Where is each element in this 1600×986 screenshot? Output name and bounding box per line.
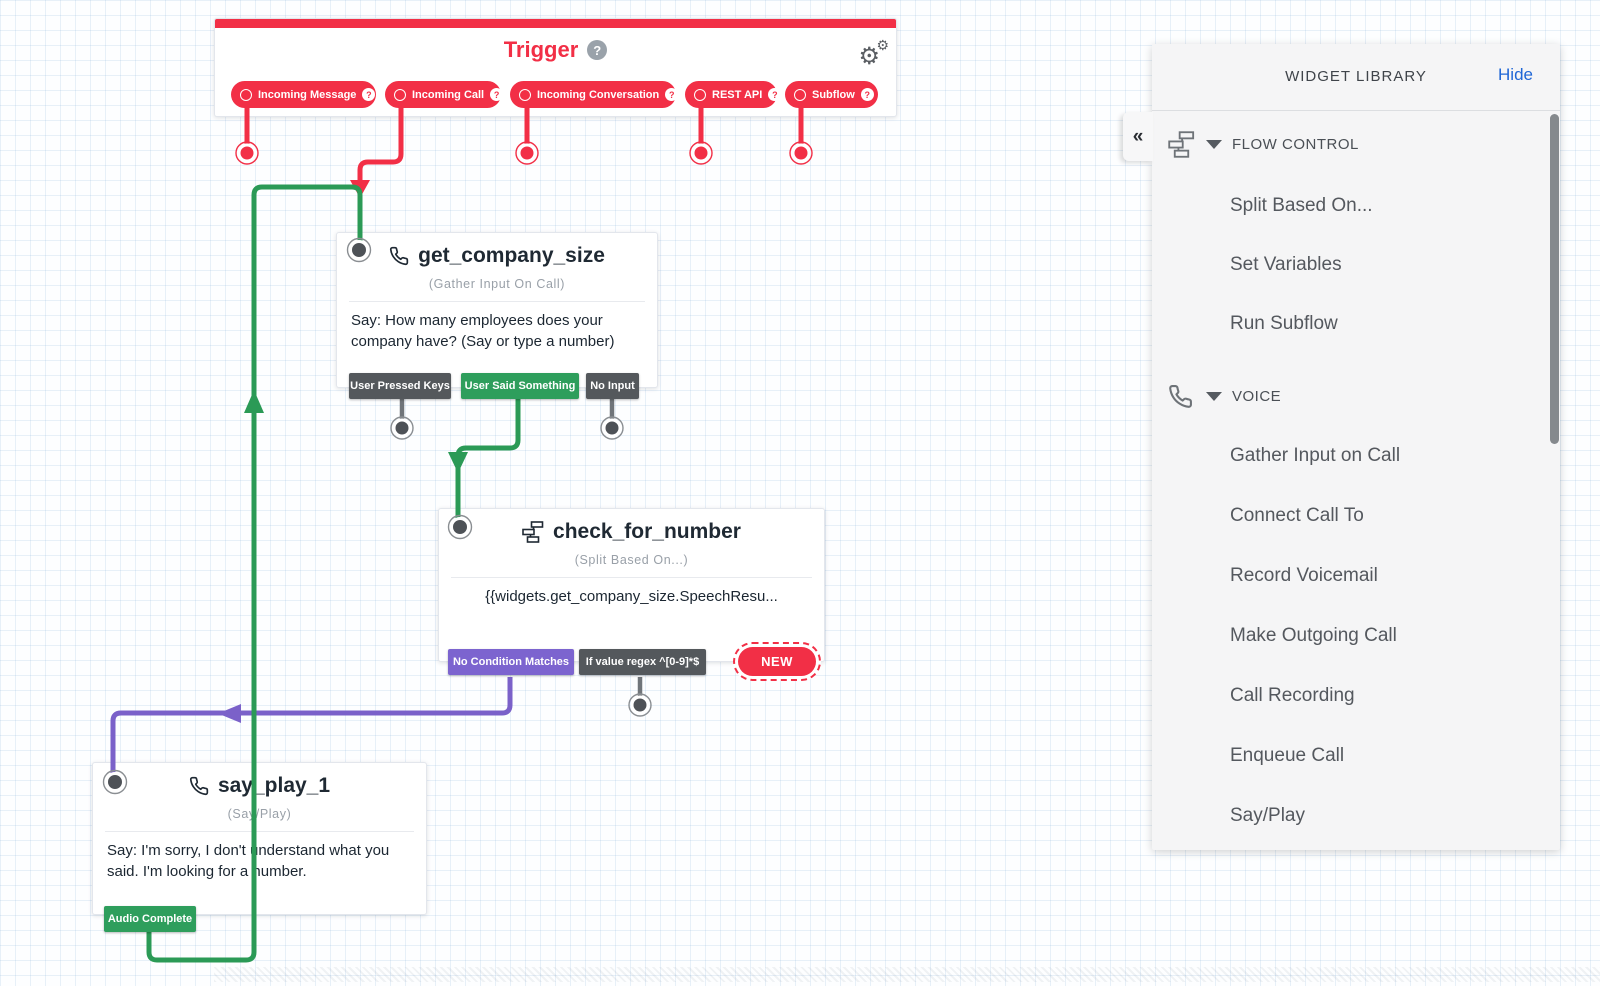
section-label: FLOW CONTROL [1232, 135, 1359, 153]
trigger-output-dots[interactable] [235, 141, 813, 165]
arrowhead-up-green [244, 390, 264, 413]
collapse-panel-button[interactable]: « [1123, 112, 1153, 161]
chevron-down-icon [1206, 139, 1222, 149]
help-icon[interactable]: ? [860, 88, 874, 101]
divider [105, 831, 414, 832]
trigger-pill-incoming-call[interactable]: Incoming Call ? [385, 81, 504, 108]
arrowhead-down-green [448, 452, 468, 473]
output-tag-user-said-something[interactable]: User Said Something [461, 373, 579, 399]
canvas-edge-band [214, 967, 1600, 982]
help-icon[interactable]: ? [768, 88, 782, 101]
split-icon [1168, 130, 1196, 158]
connector-incoming-call [357, 107, 404, 180]
library-item-set-variables[interactable]: Set Variables [1230, 254, 1342, 275]
library-item-connect-call-to[interactable]: Connect Call To [1230, 505, 1364, 526]
panel-scrollbar[interactable] [1550, 114, 1559, 444]
library-item-call-recording[interactable]: Call Recording [1230, 685, 1355, 706]
arrowhead-down-red [350, 180, 370, 198]
help-icon[interactable]: ? [362, 88, 376, 101]
widget-library-header: WIDGET LIBRARY Hide [1152, 44, 1560, 111]
phone-icon [1168, 382, 1196, 410]
split-icon [522, 521, 544, 543]
arrowhead-left-purple [218, 704, 241, 723]
connector-user-said-something [455, 397, 521, 519]
library-item-run-subflow[interactable]: Run Subflow [1230, 313, 1338, 334]
widget-library-title: WIDGET LIBRARY [1285, 68, 1427, 85]
radio-circle-icon [694, 88, 706, 101]
library-item-enqueue-call[interactable]: Enqueue Call [1230, 745, 1345, 766]
output-tag-if-value-regex[interactable]: If value regex ^[0-9]*$ [579, 649, 706, 675]
divider [349, 301, 645, 302]
widget-title: check_for_number [553, 520, 741, 543]
output-tag-audio-complete[interactable]: Audio Complete [104, 906, 196, 932]
trigger-pill-incoming-conversation[interactable]: Incoming Conversation ? [510, 81, 679, 108]
new-transition-button[interactable]: NEW [733, 642, 821, 681]
widget-title: get_company_size [418, 244, 605, 267]
widget-check-for-number[interactable]: check_for_number (Split Based On...) {{w… [438, 508, 825, 681]
widget-body-text: Say: I'm sorry, I don't understand what … [107, 842, 390, 880]
chevron-down-icon [1206, 391, 1222, 401]
section-label: VOICE [1232, 387, 1282, 405]
phone-icon [189, 776, 209, 796]
widget-say-play-1[interactable]: say_play_1 (Say/Play) Say: I'm sorry, I … [92, 762, 427, 932]
trigger-pill-subflow[interactable]: Subflow ? [785, 81, 878, 108]
help-icon[interactable]: ? [665, 88, 679, 101]
connector-no-condition-matches [110, 677, 513, 774]
widget-body-text: {{widgets.get_company_size.SpeechResu... [485, 588, 778, 605]
trigger-pill-rest-api[interactable]: REST API ? [685, 81, 782, 108]
trigger-title: Trigger [503, 37, 579, 62]
phone-icon [390, 246, 409, 266]
library-item-say-play[interactable]: Say/Play [1230, 805, 1305, 826]
hide-library-link[interactable]: Hide [1498, 65, 1533, 84]
output-tag-user-pressed-keys[interactable]: User Pressed Keys [349, 373, 451, 399]
trigger-widget[interactable]: Trigger ? ⚙ ⚙ Incoming Message ? Incomin… [214, 18, 897, 117]
help-icon[interactable]: ? [490, 88, 504, 101]
library-item-gather-input-on-call[interactable]: Gather Input on Call [1230, 445, 1401, 466]
widget-subtitle: (Say/Play) [227, 807, 292, 821]
widget-body-text: Say: How many employees does your compan… [351, 312, 615, 350]
chevron-left-double-icon: « [1132, 125, 1144, 147]
trigger-pill-incoming-message[interactable]: Incoming Message ? [231, 81, 376, 108]
output-tag-no-input[interactable]: No Input [586, 373, 639, 399]
section-voice[interactable]: VOICE [1168, 382, 1281, 410]
radio-circle-icon [794, 88, 806, 101]
library-item-make-outgoing-call[interactable]: Make Outgoing Call [1230, 625, 1397, 646]
divider [451, 577, 812, 578]
widget-get-company-size[interactable]: get_company_size (Gather Input On Call) … [336, 232, 658, 399]
radio-circle-icon [519, 88, 531, 101]
widget-subtitle: (Split Based On...) [574, 553, 689, 567]
gear-icon[interactable]: ⚙ ⚙ [858, 37, 889, 70]
section-flow-control[interactable]: FLOW CONTROL [1168, 130, 1359, 158]
radio-circle-icon [394, 88, 406, 101]
library-item-record-voicemail[interactable]: Record Voicemail [1230, 565, 1378, 586]
output-tag-no-condition-matches[interactable]: No Condition Matches [448, 649, 574, 675]
library-item-split-based-on[interactable]: Split Based On... [1230, 195, 1373, 216]
trigger-red-bar [215, 19, 896, 28]
radio-circle-icon [240, 88, 252, 101]
widget-library-panel: WIDGET LIBRARY Hide « FLOW CONTROL Split… [1123, 44, 1560, 850]
widget-subtitle: (Gather Input On Call) [428, 277, 566, 291]
widget-title: say_play_1 [217, 774, 331, 797]
help-icon[interactable]: ? [587, 40, 608, 60]
